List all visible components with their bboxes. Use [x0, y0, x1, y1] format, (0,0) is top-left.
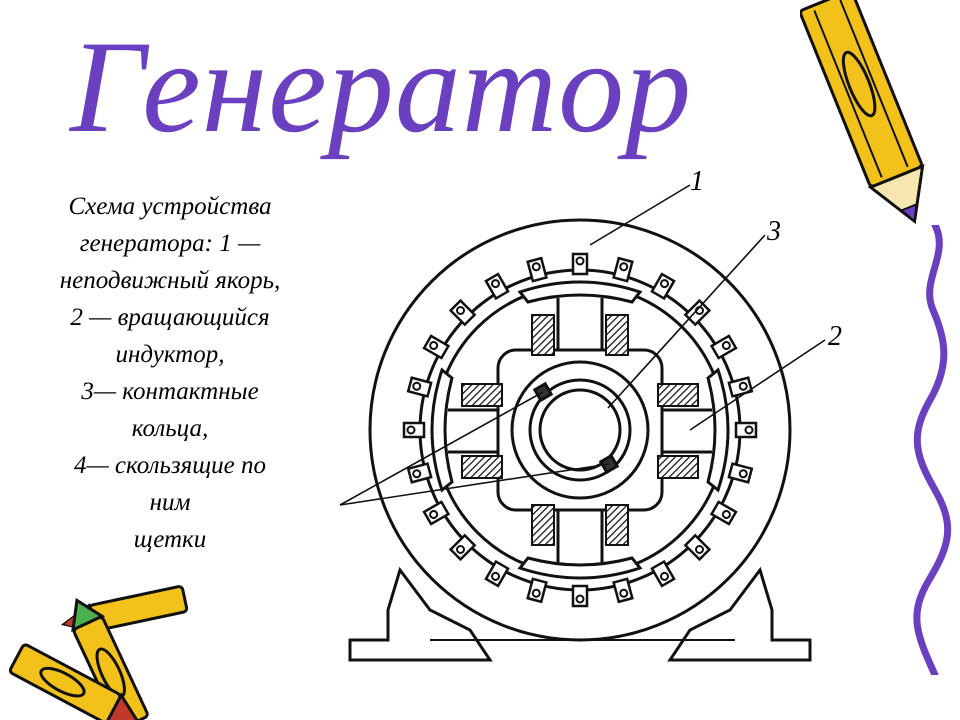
stator-slot — [571, 584, 589, 608]
caption-line: 3— контактные — [81, 378, 259, 405]
stator-slot — [422, 334, 451, 360]
shaft — [538, 388, 622, 472]
stator-slot — [612, 256, 634, 283]
stator-slot — [683, 533, 712, 562]
caption-line: ним — [149, 489, 191, 516]
stator-slot — [526, 577, 548, 604]
caption-line: генератора: 1 — — [79, 230, 261, 257]
slide-title: Генератор — [70, 13, 693, 160]
caption-line: щетки — [133, 526, 207, 553]
label-3: 3 — [766, 216, 781, 247]
stator-slots — [402, 252, 758, 608]
caption-line: неподвижный якорь, — [59, 267, 281, 294]
stator-slot — [709, 500, 738, 526]
base-right — [667, 566, 812, 662]
stator-slot — [709, 334, 738, 360]
stator-slot — [727, 462, 754, 484]
label-2: 2 — [828, 321, 842, 352]
base-left — [348, 566, 493, 662]
leader-4b — [339, 463, 610, 506]
leader-4a — [339, 391, 544, 506]
stator-slot — [526, 256, 548, 283]
field-windings — [461, 314, 699, 546]
rotor-pole-right — [706, 367, 730, 493]
stator-slot — [406, 462, 433, 484]
stator-slot — [571, 252, 589, 276]
rotor-pole-top — [517, 280, 643, 304]
label-1: 1 — [690, 166, 704, 197]
generator-diagram: 1 3 2 4 — [339, 166, 842, 662]
rotor-pole-left — [430, 367, 454, 493]
diagram-caption: Схема устройства генератора: 1 — неподви… — [20, 188, 320, 558]
caption-line: Схема устройства — [68, 193, 272, 220]
stator-slot — [448, 298, 477, 327]
rotor-pole-bottom — [517, 556, 643, 580]
stator-slot — [612, 577, 634, 604]
stator-slot — [650, 272, 676, 301]
leader-1 — [589, 184, 691, 246]
caption-line: индуктор, — [115, 341, 225, 368]
caption-line: кольца, — [131, 415, 209, 442]
stator-slot — [448, 533, 477, 562]
leader-3 — [607, 234, 766, 409]
stator-slot — [734, 421, 758, 439]
crayon-icon — [8, 585, 189, 720]
caption-line: 2 — вращающийся — [70, 304, 270, 331]
stator-slot — [484, 272, 510, 301]
stator-slot — [484, 559, 510, 588]
pencil-icon — [800, 0, 925, 225]
stator-slot — [402, 421, 426, 439]
stator-slot — [406, 376, 433, 398]
stator-slot — [422, 500, 451, 526]
wavy-line-decoration — [913, 225, 952, 675]
caption-line: 4— скользящие по — [73, 452, 267, 479]
stator-slot — [650, 559, 676, 588]
leader-2 — [689, 339, 826, 431]
